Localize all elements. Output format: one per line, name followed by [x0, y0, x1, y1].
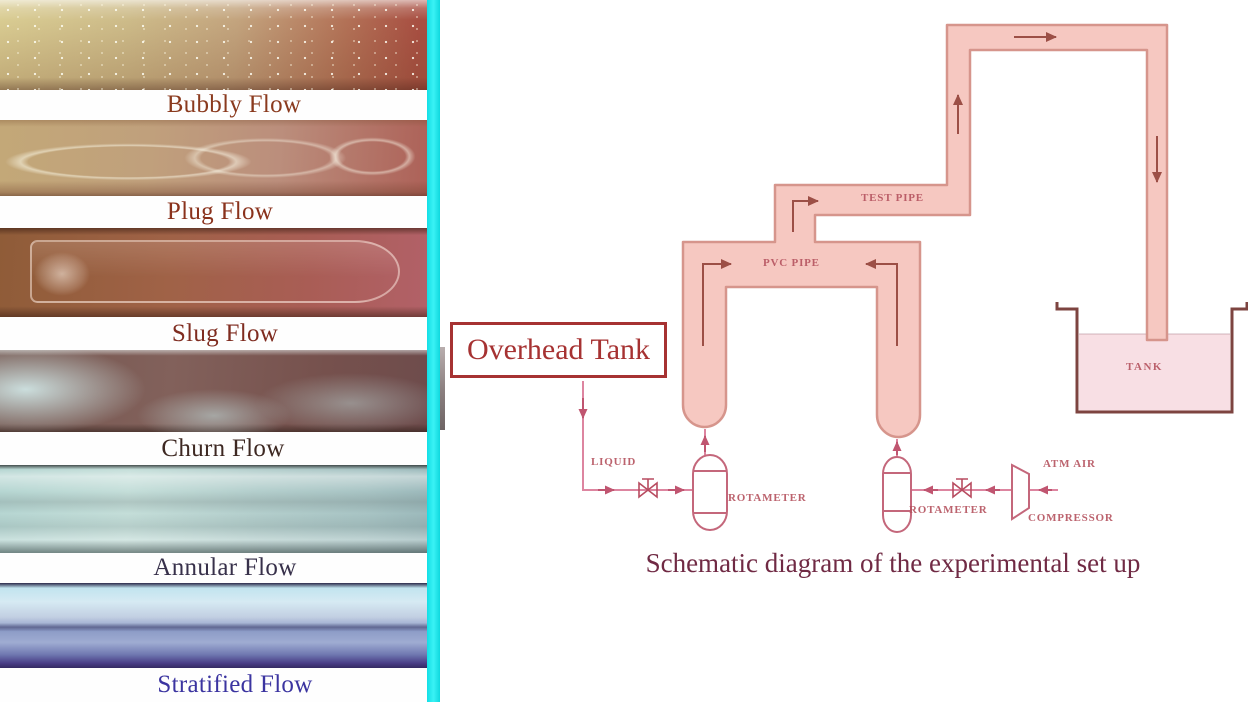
arrow-test-pipe	[792, 196, 819, 232]
flow-label-stratified: Stratified Flow	[0, 668, 428, 702]
compressor-icon	[1011, 463, 1030, 521]
rotameter-right-icon	[882, 456, 912, 533]
pipe-flow-arrows	[702, 32, 1162, 346]
plug-flow-photo	[0, 120, 428, 196]
taylor-bubble	[30, 240, 400, 303]
flow-label-annular: Annular Flow	[0, 553, 428, 583]
tank-liquid	[1079, 334, 1230, 411]
line-arrows	[578, 398, 1052, 495]
annular-flow-photo	[0, 465, 428, 553]
process-lines	[582, 381, 1058, 491]
atm-air-label: ATM AIR	[1043, 458, 1096, 470]
liquid-line	[582, 381, 693, 491]
air-valve-icon	[952, 478, 972, 499]
overhead-tank-box: Overhead Tank	[450, 322, 667, 378]
flow-label-plug: Plug Flow	[0, 196, 428, 228]
liquid-label: LIQUID	[591, 456, 637, 468]
liquid-valve-icon	[638, 478, 658, 499]
compressor-label: COMPRESSOR	[1028, 512, 1114, 524]
slug-flow-photo	[0, 228, 428, 317]
tank-label: TANK	[1126, 361, 1163, 373]
flow-label-churn: Churn Flow	[0, 432, 428, 465]
pvc-pipe-label: PVC PIPE	[763, 257, 820, 269]
rotameter-left-icon	[692, 454, 728, 531]
arrow-pvc-left-leg	[702, 259, 732, 346]
rotameter-left-label: ROTAMETER	[728, 492, 807, 504]
pipe-circuit	[681, 23, 1169, 439]
arrow-pvc-right-leg	[865, 259, 898, 346]
flow-label-slug: Slug Flow	[0, 317, 428, 350]
stratified-flow-photo	[0, 583, 428, 668]
flow-label-bubbly: Bubbly Flow	[0, 90, 428, 120]
cyan-divider	[427, 0, 440, 702]
figure-caption: Schematic diagram of the experimental se…	[645, 548, 1141, 578]
photo-edge-sliver	[440, 347, 445, 430]
overhead-tank-label: Overhead Tank	[466, 333, 651, 366]
tank-outline	[1055, 302, 1248, 414]
rotameter-right-label: ROTAMETER	[909, 504, 988, 516]
bubbly-flow-photo	[0, 0, 428, 90]
test-pipe-label: TEST PIPE	[861, 192, 924, 204]
churn-flow-photo	[0, 350, 428, 432]
